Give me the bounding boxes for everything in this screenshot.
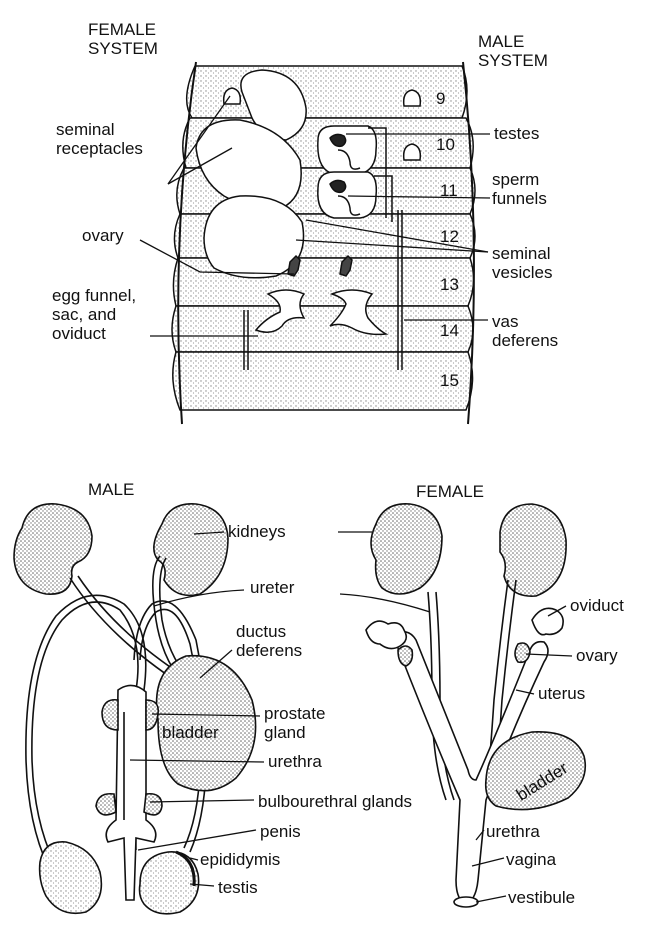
testis-label: testis: [218, 878, 258, 897]
segment-number: 10: [436, 135, 455, 154]
female-leader-lines: [338, 531, 573, 903]
ductus-deferens-label: ductus deferens: [236, 622, 303, 660]
vestibule-label: vestibule: [508, 888, 576, 907]
urethra-label-female: urethra: [486, 822, 540, 841]
male-leader-lines: [129, 531, 265, 887]
segment-number: 14: [440, 321, 459, 340]
seminal-vesicles-label: seminal vesicles: [492, 244, 553, 282]
female-bladder: [484, 731, 587, 811]
kidneys-label: kidneys: [228, 522, 286, 541]
segment-number: 12: [440, 227, 459, 246]
seminal-receptacles-label: seminal receptacles: [56, 120, 143, 158]
female-kidney-right: [499, 503, 567, 597]
egg-funnels: [254, 289, 389, 336]
prostate-gland-label: prostate gland: [264, 704, 326, 742]
segment-number: 9: [436, 89, 445, 108]
vas-deferens-label: vas deferens: [492, 312, 559, 350]
vagina-label: vagina: [506, 850, 557, 869]
segment-numbers: 9 10 11 12 13 14 15: [436, 89, 459, 390]
ovary-label-female: ovary: [576, 646, 618, 665]
penis-label: penis: [260, 822, 301, 841]
human-female-title: FEMALE: [416, 482, 485, 501]
uterus-label: uterus: [538, 684, 586, 703]
human-male-diagram: [13, 503, 265, 915]
male-kidney-right: [153, 503, 229, 597]
segment-number: 15: [440, 371, 459, 390]
ovaries: [287, 254, 353, 277]
segment-number: 11: [440, 181, 458, 200]
female-kidney-left: [370, 503, 443, 595]
segment-number: 13: [440, 275, 459, 294]
male-system-title: MALE SYSTEM: [478, 32, 548, 70]
urethra-label-male: urethra: [268, 752, 322, 771]
egg-funnel-label: egg funnel, sac, and oviduct: [52, 286, 137, 343]
human-male-title: MALE: [88, 480, 135, 499]
ovary-label: ovary: [82, 226, 124, 245]
seminal-vesicles: [195, 69, 307, 279]
earthworm-leader-lines: [139, 95, 491, 337]
male-kidney-left: [13, 503, 93, 595]
male-bladder-label: bladder: [162, 723, 219, 742]
ureter-label: ureter: [250, 578, 295, 597]
testes: [317, 125, 378, 219]
human-female-diagram: [338, 503, 587, 908]
female-system-title: FEMALE SYSTEM: [88, 20, 158, 58]
epididymis-label: epididymis: [200, 850, 281, 869]
testes-label: testes: [494, 124, 540, 143]
oviduct-label: oviduct: [570, 596, 624, 615]
bulbourethral-glands-label: bulbourethral glands: [258, 792, 413, 811]
male-testis-right: [138, 851, 200, 915]
male-bladder: [155, 654, 257, 792]
male-testis-left: [38, 841, 103, 915]
earthworm-diagram: [139, 61, 491, 425]
sperm-funnels-label: sperm funnels: [492, 170, 547, 208]
